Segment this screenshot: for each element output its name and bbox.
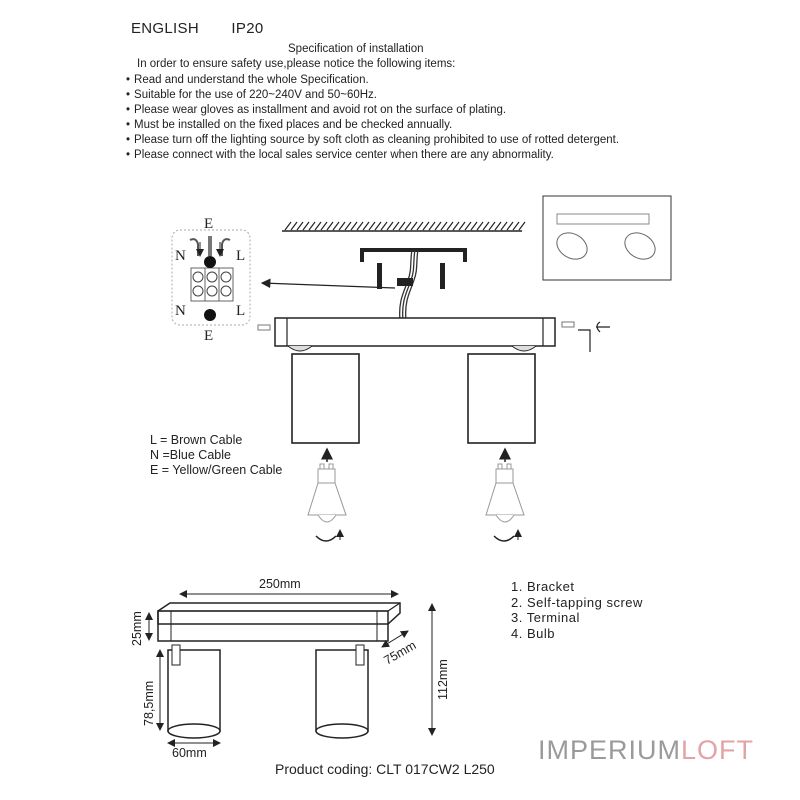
safety-item: Suitable for the use of 220~240V and 50~…: [126, 88, 619, 103]
hatch-mark: [440, 221, 448, 231]
earth-label-top: E: [204, 216, 213, 232]
hatch-mark: [422, 221, 430, 231]
hatch-mark: [332, 221, 340, 231]
hatch-mark: [416, 221, 424, 231]
detail-arrow: [260, 278, 396, 289]
dim-length: 250mm: [259, 577, 301, 591]
hatch-mark: [308, 221, 316, 231]
hatch-mark: [302, 221, 310, 231]
hatch-mark: [458, 221, 466, 231]
hatch-mark: [434, 221, 442, 231]
hatch-mark: [320, 221, 328, 231]
hatch-mark: [518, 221, 526, 231]
safety-item: Must be installed on the fixed places an…: [126, 118, 619, 133]
hatch-mark: [506, 221, 514, 231]
legend-item: N =Blue Cable: [150, 448, 231, 462]
document-header: ENGLISH IP20: [131, 20, 291, 37]
hatch-mark: [464, 221, 472, 231]
product-thumbnail: [542, 195, 672, 281]
safety-item: Please wear gloves as installment and av…: [126, 103, 619, 118]
dim-depth: 75mm: [382, 638, 419, 667]
hatch-mark: [350, 221, 358, 231]
hatch-mark: [470, 221, 478, 231]
terminal-detail: E N L N L E: [171, 216, 251, 344]
hatch-mark: [326, 221, 334, 231]
mounting-bracket: [360, 248, 467, 289]
live-label-top: L: [236, 248, 245, 264]
safety-item: Please turn off the lighting source by s…: [126, 133, 619, 148]
hatch-mark: [410, 221, 418, 231]
neutral-label-top: N: [175, 248, 186, 264]
hatch-mark: [356, 221, 364, 231]
hatch-mark: [392, 221, 400, 231]
safety-list: Read and understand the whole Specificat…: [126, 73, 619, 163]
hatch-mark: [386, 221, 394, 231]
part-item: 1. Bracket: [511, 579, 575, 594]
hatch-mark: [338, 221, 346, 231]
legend-item: E = Yellow/Green Cable: [150, 463, 283, 477]
part-item: 2. Self-tapping screw: [511, 594, 643, 610]
screw-icon: [257, 321, 575, 331]
safety-item: Please connect with the local sales serv…: [126, 148, 619, 163]
hatch-mark: [368, 221, 376, 231]
part-item: 4. Bulb: [511, 625, 555, 641]
part-item: 3. Terminal: [511, 610, 580, 625]
hatch-mark: [362, 221, 370, 231]
hatch-mark: [314, 221, 322, 231]
bulb-left: [307, 447, 347, 542]
ip-rating: IP20: [231, 20, 264, 37]
brand-part1: IMPERIUM: [538, 735, 681, 765]
parts-list: 1. Bracket 2. Self-tapping screw 3. Term…: [511, 579, 643, 641]
dim-total-height: 112mm: [436, 659, 450, 700]
hatch-mark: [380, 221, 388, 231]
hatch-mark: [512, 221, 520, 231]
hatch-mark: [482, 221, 490, 231]
hatch-mark: [446, 221, 454, 231]
hex-key-icon: [578, 321, 610, 352]
hatch-mark: [494, 221, 502, 231]
hatch-mark: [290, 221, 298, 231]
spotlight-shade-right: [467, 353, 536, 444]
neutral-label-bottom: N: [175, 303, 186, 319]
hatch-mark: [284, 221, 292, 231]
spec-title: Specification of installation: [288, 43, 424, 55]
dim-shade-height: 78,5mm: [142, 681, 156, 726]
hatch-mark: [374, 221, 382, 231]
hatch-mark: [404, 221, 412, 231]
hatch-mark: [398, 221, 406, 231]
cable-legend: L = Brown Cable N =Blue Cable E = Yellow…: [150, 433, 282, 478]
hatch-mark: [500, 221, 508, 231]
ceiling-hatch: [282, 221, 526, 232]
dimension-drawing: 250mm 25mm 78,5mm 60mm 112mm 75mm: [130, 577, 450, 760]
spotlight-shade-left: [291, 353, 360, 444]
live-label-bottom: L: [236, 303, 245, 319]
dim-base-height: 25mm: [130, 611, 144, 646]
spec-intro: In order to ensure safety use,please not…: [137, 58, 456, 70]
cable: [397, 249, 419, 321]
hatch-mark: [344, 221, 352, 231]
safety-item: Read and understand the whole Specificat…: [126, 73, 619, 88]
hatch-mark: [428, 221, 436, 231]
language-label: ENGLISH: [131, 20, 199, 37]
hatch-mark: [296, 221, 304, 231]
dim-diameter: 60mm: [172, 746, 207, 760]
hatch-mark: [488, 221, 496, 231]
product-coding: Product coding: CLT 017CW2 L250: [275, 761, 495, 777]
brand-logo: IMPERIUMLOFT: [538, 735, 754, 766]
hatch-mark: [452, 221, 460, 231]
earth-label-bottom: E: [204, 328, 213, 344]
brand-part2: LOFT: [681, 735, 755, 765]
legend-item: L = Brown Cable: [150, 433, 243, 447]
hatch-mark: [476, 221, 484, 231]
base-plate: [274, 317, 556, 352]
bulb-right: [485, 447, 525, 542]
